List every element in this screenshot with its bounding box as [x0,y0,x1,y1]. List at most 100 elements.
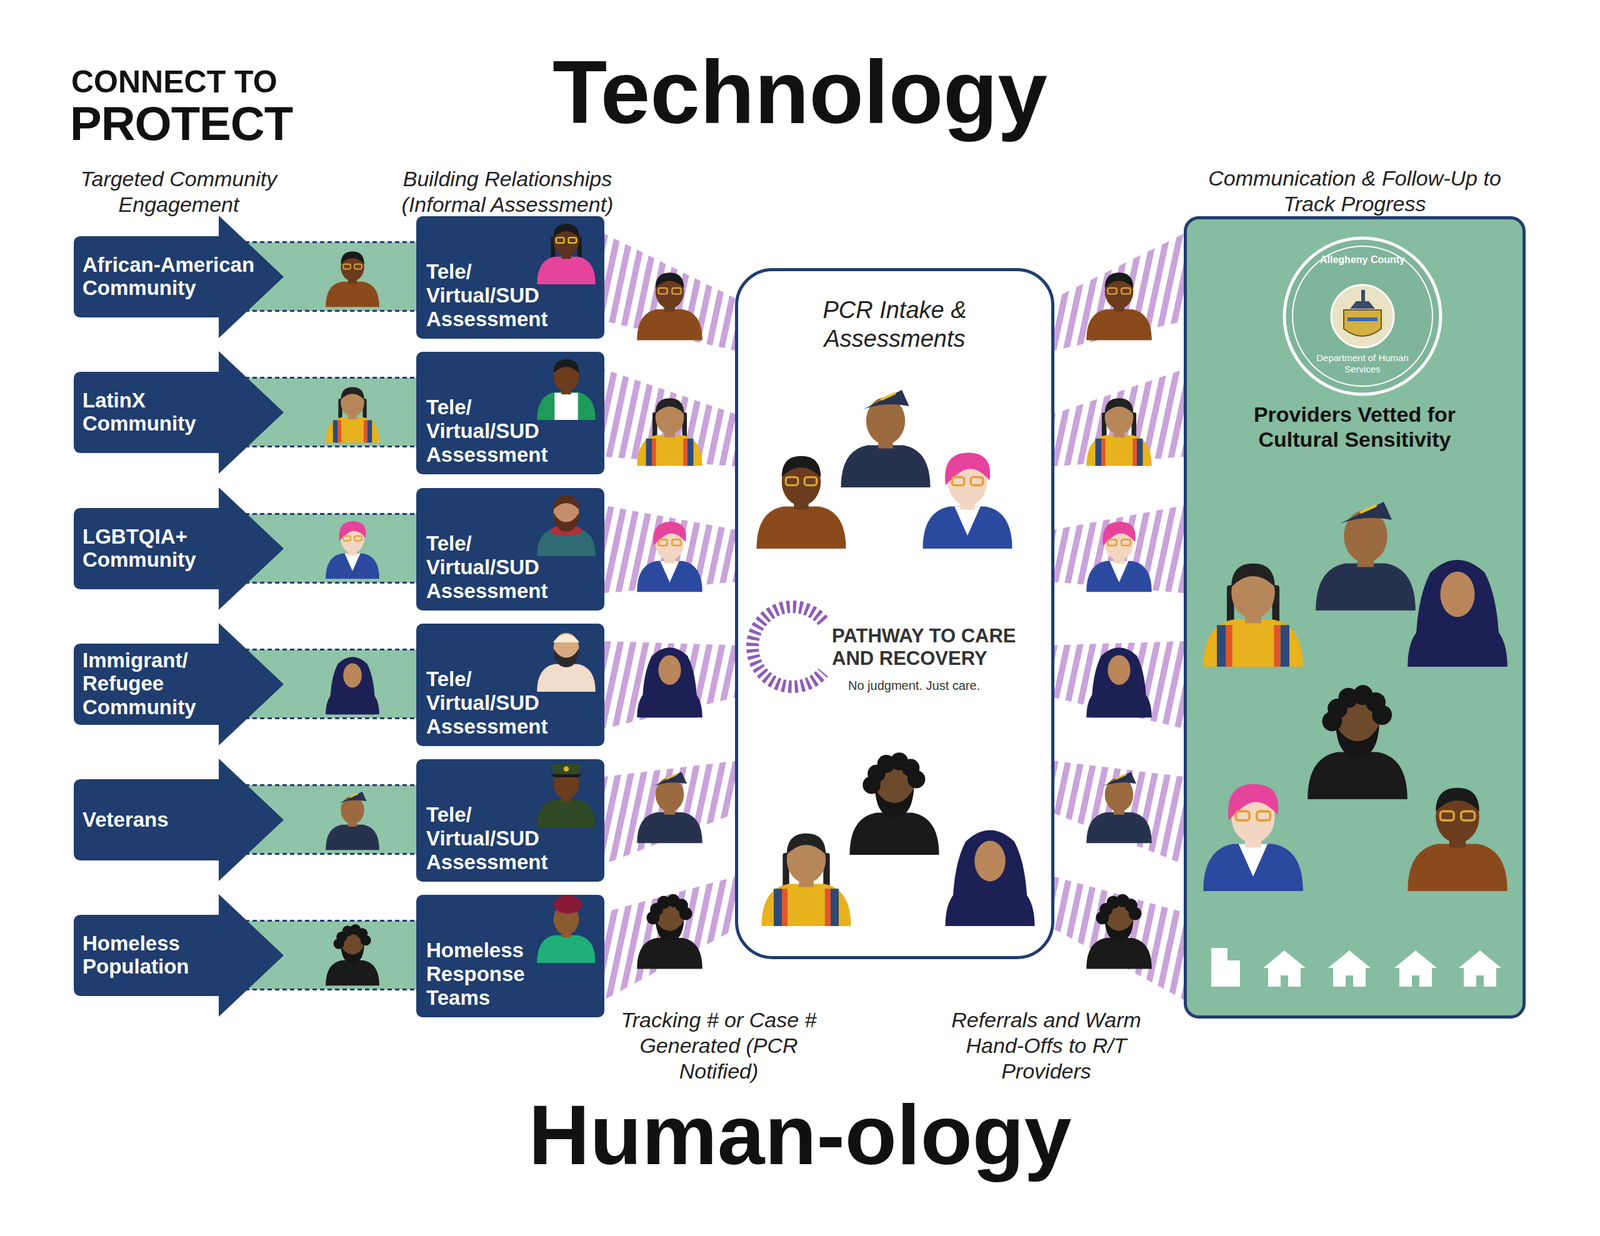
circle-shape [907,770,926,789]
person-figure [325,656,380,715]
striped-band [1054,233,1184,351]
shoulders [1086,686,1152,718]
rect-shape [1268,968,1301,987]
striped-band [604,369,735,467]
shoulders [325,825,380,851]
shoulders [325,417,380,444]
person-figure [1086,521,1152,592]
path-shape [345,553,361,572]
path-shape [863,390,910,410]
rect-shape [343,536,351,542]
head [974,841,1005,882]
path-shape [666,774,677,780]
panel-subheading: Providers Vetted for Cultural Sensitivit… [1216,401,1493,452]
rect-shape [658,288,667,295]
person-figure [945,830,1035,927]
community-arrow: LGBTQIA+ Community [73,487,284,610]
rect-shape [568,237,577,244]
rect-shape [1399,968,1432,987]
person-figure [923,452,1013,549]
connector-band [1054,761,1184,865]
path-shape [340,251,364,264]
rect-shape [1216,625,1227,667]
rect-shape [338,420,342,443]
shoulders [841,445,931,488]
shoulders [636,561,703,592]
rect-shape [1132,438,1137,467]
diagram-title: Technology [552,41,1048,144]
circle-shape [1371,705,1392,725]
rect-shape [1121,540,1130,547]
person-figure [1407,788,1508,892]
community-arrow: Immigrant/ Refugee Community [73,623,284,746]
striped-band [604,876,735,1000]
rect-shape [1211,948,1228,987]
person-figure [850,752,940,855]
community-name: LatinX Community [82,388,258,437]
person-figure [636,647,703,718]
head [658,655,681,686]
path-shape [1231,563,1275,588]
path-shape [954,506,981,536]
note-label: Building Relationships (Informal Assessm… [370,166,645,218]
person-figure [536,359,596,420]
person-figure [636,398,703,466]
circle-shape [862,776,881,795]
shoulders [1307,752,1408,800]
rect-shape [781,888,788,927]
path-shape [1105,272,1134,289]
intake-panel: PCR Intake & AssessmentsPATHWAY TO CARE … [735,268,1055,960]
path-shape [553,648,580,668]
circle-shape [679,907,693,921]
shoulders [636,812,703,844]
path-shape [786,833,826,855]
shoulders [1086,812,1152,844]
rect-shape [354,536,362,542]
arrow-outline [73,215,284,339]
person-figure [1086,771,1152,844]
person-figure [1086,398,1152,466]
path-shape [550,774,583,778]
shoulders [761,883,852,927]
rect-shape [1463,968,1497,987]
shoulders [1086,309,1152,340]
assessment-box: Tele/ Virtual/SUD Assessment [416,759,605,882]
shoulders [756,506,847,549]
circle-shape [360,935,371,946]
connector-band [1054,505,1184,594]
person-figure [756,456,847,549]
rect-shape [804,477,817,486]
path-shape [660,561,679,583]
person-figure [536,223,596,285]
person-figure [325,251,380,307]
path-shape [338,791,367,804]
circle-shape [1095,911,1109,925]
shoulders [536,800,596,828]
path-shape [945,452,990,485]
striped-band [604,641,735,729]
rect-shape [651,438,657,467]
person-figure [1086,272,1152,340]
rect-shape [1121,288,1130,295]
house-icon [1394,950,1437,987]
panel-heading: Communication & Follow-Up to Track Progr… [1199,165,1510,217]
rect-shape [1107,288,1117,295]
rect-shape [1226,625,1233,667]
person-figure [325,924,380,986]
person-figure [325,521,380,579]
rect-shape [1411,975,1420,987]
rect-shape [556,237,565,244]
person-figure [1407,560,1508,667]
ellipse-shape [553,895,583,914]
rect-shape [1333,968,1366,987]
rect-shape [1107,540,1117,547]
connector-band [1054,641,1184,729]
diagram-caption: Human-ology [528,1086,1072,1184]
assessment-box: Tele/ Virtual/SUD Assessment [416,216,605,339]
connector-band [1054,233,1184,351]
head [1440,571,1475,618]
striped-band [604,505,735,594]
rect-shape [333,420,339,443]
rect-shape [658,540,667,547]
